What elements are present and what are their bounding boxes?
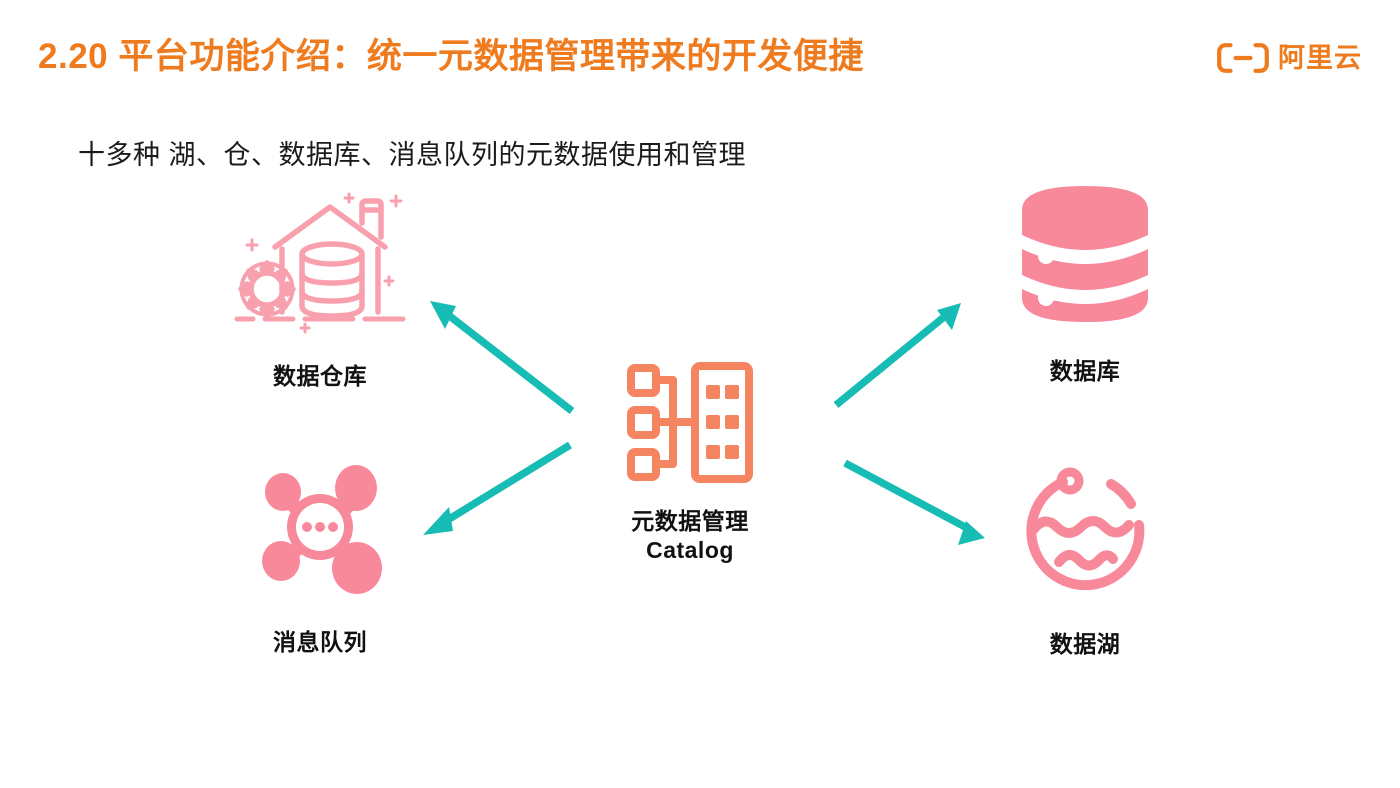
diagram-node-label-data-warehouse: 数据仓库 (273, 363, 367, 389)
data-warehouse-house-icon (225, 185, 415, 335)
diagram-node-data-warehouse[interactable]: 数据仓库 (205, 185, 435, 391)
diagram-node-database[interactable]: 数据库 (985, 180, 1185, 386)
page-subtitle: 十多种 湖、仓、数据库、消息队列的元数据使用和管理 (78, 140, 747, 170)
message-queue-nodes-icon (258, 460, 383, 595)
diagram-node-catalog[interactable]: 元数据管理 Catalog (570, 360, 810, 566)
diagram-node-data-lake[interactable]: 数据湖 (1010, 465, 1160, 659)
arrow-to-database (833, 303, 961, 408)
arrow-layer (423, 301, 985, 545)
catalog-label-line-1: 元数据管理 (631, 508, 749, 534)
brand-logo: 阿里云 (1217, 40, 1362, 76)
catalog-tree-icon (625, 360, 755, 485)
diagram-node-label-data-lake: 数据湖 (1049, 631, 1121, 657)
data-lake-waves-icon (1019, 465, 1151, 599)
alibaba-cloud-bracket-icon (1217, 43, 1269, 73)
diagram-node-label-database: 数据库 (1049, 358, 1121, 384)
diagram-node-label-catalog: 元数据管理 Catalog (631, 507, 749, 566)
diagram-node-label-message-queue: 消息队列 (273, 629, 367, 655)
brand-name: 阿里云 (1278, 42, 1362, 73)
arrow-to-warehouse (430, 301, 575, 414)
arrow-to-data-lake (843, 459, 985, 545)
arrow-to-message-queue (423, 441, 572, 535)
catalog-label-line-2: Catalog (646, 537, 734, 564)
diagram-node-message-queue[interactable]: 消息队列 (240, 460, 400, 657)
hub-and-spoke-diagram: 数据仓库 (0, 175, 1400, 695)
database-cylinder-icon (1010, 180, 1160, 328)
page-title: 2.20 平台功能介绍：统一元数据管理带来的开发便捷 (38, 37, 864, 76)
